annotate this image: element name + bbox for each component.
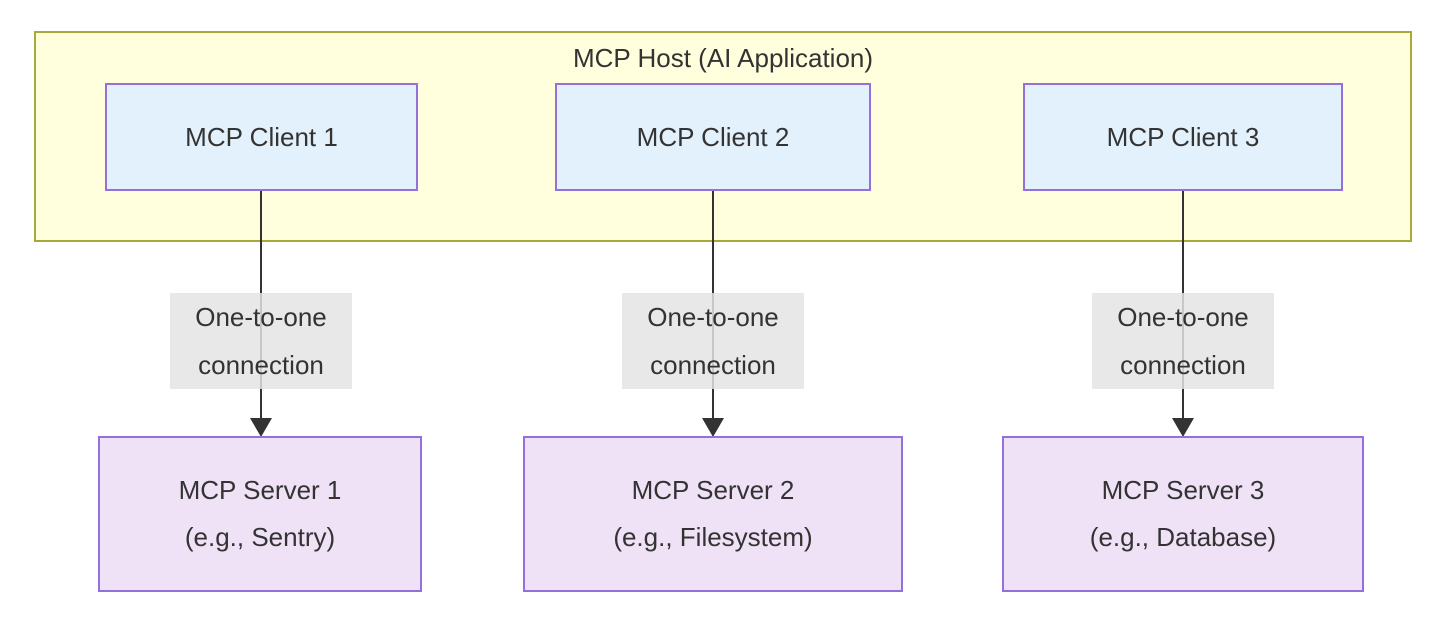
edge-label-line: One-to-one [647,302,779,332]
edge-label-connection-2: One-to-one connection [622,293,804,389]
edge-label-connection-3: One-to-one connection [1092,293,1274,389]
mcp-server-1-node: MCP Server 1 (e.g., Sentry) [98,436,422,592]
mcp-host-title: MCP Host (AI Application) [572,43,874,73]
edge-label-line: connection [650,350,776,380]
mcp-server-3-node: MCP Server 3 (e.g., Database) [1002,436,1364,592]
mcp-client-1-node: MCP Client 1 [105,83,418,191]
mcp-server-3-label: MCP Server 3 [1101,475,1265,505]
edge-label-line: connection [198,350,324,380]
mcp-server-1-sublabel: (e.g., Sentry) [184,522,336,552]
mcp-client-3-label: MCP Client 3 [1106,121,1260,152]
edge-label-line: One-to-one [1117,302,1249,332]
arrowhead-down-icon [702,418,724,437]
arrowhead-down-icon [1172,418,1194,437]
mcp-client-3-node: MCP Client 3 [1023,83,1343,191]
mcp-server-2-node: MCP Server 2 (e.g., Filesystem) [523,436,903,592]
arrowhead-down-icon [250,418,272,437]
mcp-server-3-sublabel: (e.g., Database) [1089,522,1277,552]
mcp-client-1-label: MCP Client 1 [185,121,338,152]
mcp-server-2-label: MCP Server 2 [631,475,795,505]
edge-label-line: One-to-one [195,302,327,332]
edge-label-line: connection [1120,350,1246,380]
edge-label-connection-1: One-to-one connection [170,293,352,389]
mcp-server-1-label: MCP Server 1 [178,475,342,505]
mcp-server-2-sublabel: (e.g., Filesystem) [613,522,813,552]
mcp-client-2-node: MCP Client 2 [555,83,871,191]
mcp-client-2-label: MCP Client 2 [636,121,790,152]
